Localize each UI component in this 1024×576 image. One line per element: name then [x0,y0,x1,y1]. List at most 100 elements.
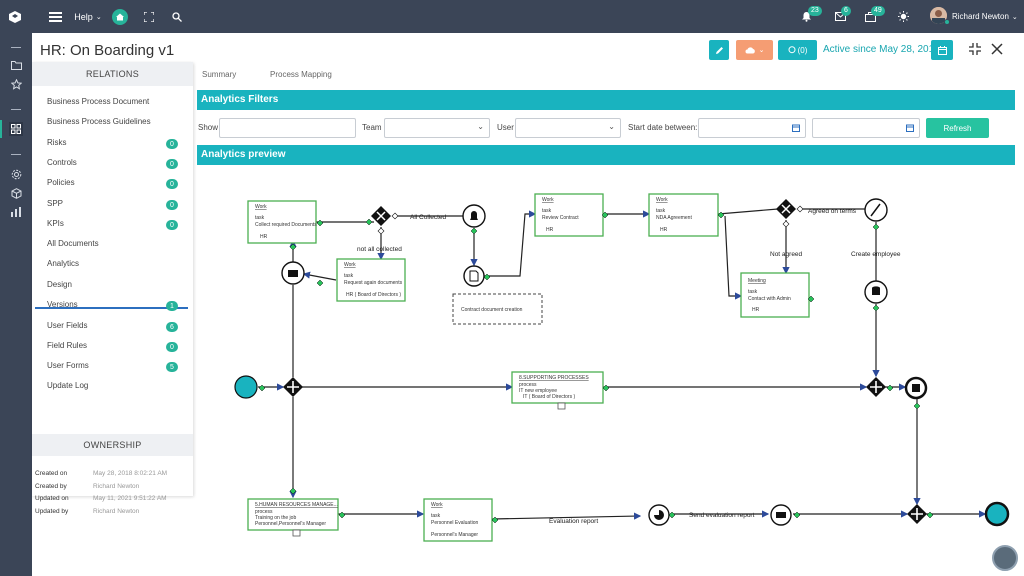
theme-sun-icon[interactable] [896,8,910,25]
relation-update-log[interactable]: Update Log [47,381,89,390]
connector-handle[interactable] [872,223,880,231]
connector-handle[interactable] [338,511,346,519]
task-box[interactable] [648,193,719,237]
publish-dropdown-button[interactable]: ⌄ [736,40,773,60]
connector-handle[interactable] [926,511,934,519]
relation-risks[interactable]: Risks [47,138,67,147]
parallel-gateway[interactable] [907,504,927,524]
relation-user-forms[interactable]: User Forms [47,361,89,370]
edit-button[interactable] [709,40,729,60]
tab-summary[interactable]: Summary [202,70,237,79]
task-name: NDA Agreement [656,215,692,221]
connector-handle[interactable] [913,402,921,410]
connector-handle[interactable] [886,384,894,392]
connector-handle[interactable] [483,273,491,281]
connector-handle[interactable] [668,511,676,519]
tab-process-mapping[interactable]: Process Mapping [270,70,332,79]
settings-gear-icon[interactable] [9,167,23,181]
updated-by-label: Updated by [35,508,69,515]
hamburger-menu-icon[interactable] [48,8,62,25]
close-icon[interactable] [990,42,1004,56]
relation-analytics[interactable]: Analytics [47,259,80,268]
relation-business-process-guidelines[interactable]: Business Process Guidelines [47,117,151,126]
show-input[interactable] [219,118,356,138]
rail-divider [11,109,21,110]
connector-handle[interactable] [601,211,609,219]
controls-count-badge: 0 [166,159,178,169]
connector-handle[interactable] [289,487,297,495]
notifications-badge: 23 [808,6,822,16]
team-select[interactable]: ⌄ [384,118,490,138]
expand-subprocess-icon[interactable] [557,402,566,410]
help-menu[interactable]: Help⌄ [74,8,102,25]
relation-controls[interactable]: Controls [47,158,77,167]
relation-design[interactable]: Design [47,280,72,289]
user-select[interactable]: ⌄ [515,118,621,138]
connector-handle[interactable] [807,295,815,303]
refresh-button[interactable]: Refresh [926,118,989,138]
exclusive-gateway[interactable] [776,199,796,219]
connector-handle[interactable] [602,384,610,392]
task-box[interactable] [336,258,406,302]
home-button[interactable] [112,8,128,25]
search-icon[interactable] [170,8,184,25]
expand-subprocess-icon[interactable] [292,529,301,537]
task-box[interactable] [740,272,810,318]
chevron-down-icon: ⌄ [95,13,102,21]
relation-user-fields[interactable]: User Fields [47,321,88,330]
relations-heading: RELATIONS [32,62,193,86]
connector-handle[interactable] [717,211,725,219]
user-avatar[interactable] [930,7,947,24]
star-icon[interactable] [9,77,23,91]
relation-versions[interactable]: Versions [47,300,78,309]
dashboard-grid-icon[interactable] [9,122,23,136]
folder-icon[interactable] [9,58,23,72]
start-date-to-input[interactable] [812,118,920,138]
relation-business-process-document[interactable]: Business Process Document [47,97,150,106]
subprocess-box[interactable] [511,371,604,404]
start-date-from-input[interactable] [698,118,806,138]
document-event-icon[interactable] [463,265,485,287]
task-box[interactable] [423,498,493,542]
relation-spp[interactable]: SPP [47,199,64,208]
bar-chart-icon[interactable] [9,205,23,219]
relation-policies[interactable]: Policies [47,178,75,187]
relation-all-documents[interactable]: All Documents [47,239,99,248]
assistant-avatar-icon[interactable] [992,545,1018,571]
relation-kpis[interactable]: KPIs [47,219,64,228]
task-box[interactable] [247,200,317,244]
connector-handle[interactable] [391,212,399,220]
connector-handle[interactable] [796,205,804,213]
connector-handle[interactable] [491,516,499,524]
task-role: HR ( Board of Directors ) [346,292,401,298]
task-box[interactable] [534,193,604,237]
relation-field-rules[interactable]: Field Rules [47,341,88,350]
subprocess-box[interactable] [247,498,339,531]
connector-handle[interactable] [872,304,880,312]
cube-icon[interactable] [9,186,23,200]
connector-handle[interactable] [377,227,385,235]
start-event[interactable] [234,375,258,399]
connector-handle[interactable] [470,227,478,235]
fullscreen-icon[interactable] [142,8,156,25]
calendar-button[interactable] [931,40,953,60]
exclusive-gateway[interactable] [371,206,391,226]
connector-handle[interactable] [289,243,297,251]
connector-handle[interactable] [316,279,324,287]
collapse-icon[interactable] [968,42,982,56]
task-title: Meeting [748,278,766,284]
connector-handle[interactable] [365,218,373,226]
parallel-gateway[interactable] [866,377,886,397]
end-event[interactable] [984,501,1010,527]
user-menu[interactable]: Richard Newton⌄ [952,8,1018,25]
task-role: HR [260,234,268,240]
connector-handle[interactable] [782,220,790,228]
parallel-gateway[interactable] [283,377,303,397]
app-logo-icon[interactable] [8,8,22,25]
user-forms-count-badge: 5 [166,362,178,372]
connector-handle[interactable] [793,511,801,519]
comments-button[interactable]: (0) [778,40,817,60]
connector-handle[interactable] [316,219,324,227]
active-since-text: Active since May 28, 2018 [823,44,940,55]
connector-handle[interactable] [258,384,266,392]
